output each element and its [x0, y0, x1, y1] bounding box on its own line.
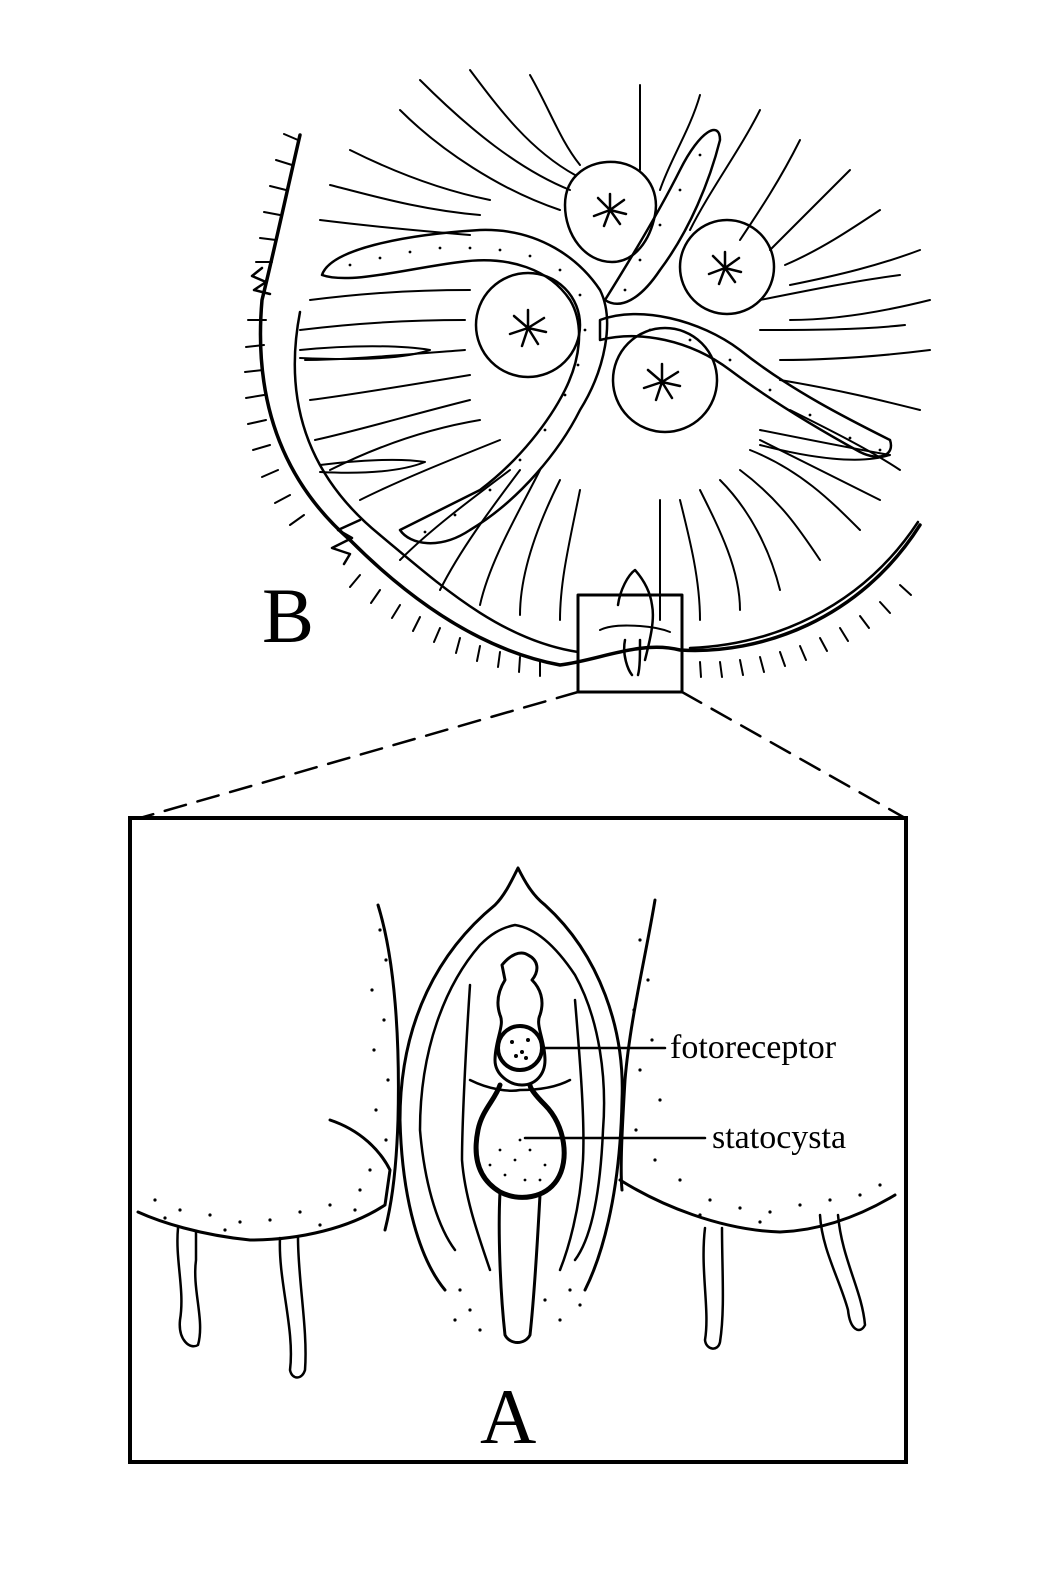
interradial-loops	[299, 345, 891, 474]
photoreceptor-cup	[496, 1024, 544, 1072]
detail-stipple	[153, 928, 882, 1332]
gonad-left	[474, 271, 582, 379]
niche-wall-right	[619, 898, 657, 1192]
zoom-region	[576, 593, 684, 694]
rhopalium-notch-lower	[330, 518, 362, 566]
panel-letter-a: A	[480, 1373, 536, 1460]
rhopalium-hood	[398, 866, 624, 1292]
margin-lobe-left	[136, 1118, 392, 1242]
detail-tentacles	[176, 1213, 867, 1379]
bell-margin-inner	[293, 310, 580, 654]
rhopalium-collar	[468, 1078, 572, 1092]
rhopalium-small	[616, 568, 655, 677]
niche-wall-left	[376, 903, 400, 1232]
canal-stipple	[348, 153, 882, 534]
marginal-tentacles	[244, 133, 912, 678]
zoom-line-left	[138, 690, 580, 820]
inset-frame	[128, 816, 908, 1464]
statocyst-outline	[473, 1082, 567, 1200]
rhopalium-notch-left	[250, 266, 272, 296]
medusa-drawing	[138, 69, 931, 820]
rhopalium-central	[493, 951, 547, 1087]
rhopalium-stalk	[460, 983, 585, 1272]
gonads	[474, 160, 776, 434]
rhopalium-detail	[136, 866, 897, 1379]
margin-lobe-right	[618, 1178, 897, 1234]
radial-canals	[299, 69, 931, 621]
gonad-top	[563, 160, 658, 264]
gonad-bottom	[611, 326, 719, 434]
label-photoreceptor: fotoreceptor	[670, 1029, 837, 1066]
hood-inner	[418, 923, 606, 1262]
bell-margin	[258, 133, 922, 667]
zoom-line-right	[680, 690, 907, 820]
label-statocyst: statocysta	[712, 1119, 846, 1156]
gonad-rays	[508, 192, 743, 402]
gonad-right	[678, 218, 776, 316]
panel-letter-b: B	[262, 572, 314, 659]
